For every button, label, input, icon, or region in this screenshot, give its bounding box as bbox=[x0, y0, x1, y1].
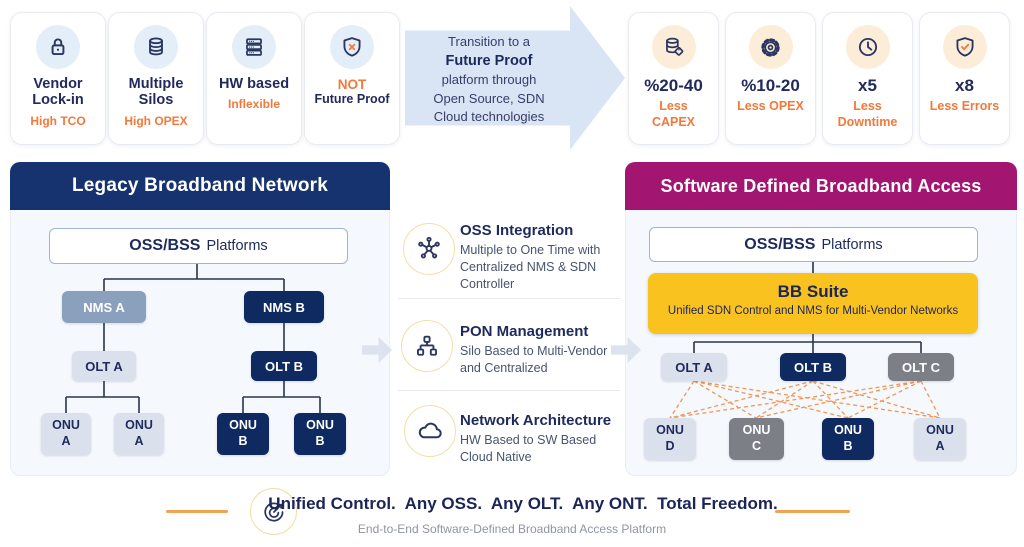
database-silos-icon bbox=[134, 25, 178, 69]
benefit-value: x8 bbox=[955, 76, 974, 95]
shield-x-icon bbox=[330, 25, 374, 69]
gear-icon bbox=[748, 25, 793, 69]
legacy-broadband-panel: Legacy Broadband Network OSS/BSS Platfor… bbox=[10, 162, 390, 476]
node-olt-b: OLT B bbox=[251, 351, 317, 381]
divider bbox=[398, 298, 620, 299]
ossbss-label: OSS/BSS bbox=[744, 235, 816, 253]
benefit-label: Less Errors bbox=[929, 99, 1000, 113]
middle-item-title: Network Architecture bbox=[460, 412, 612, 429]
node-onu-a: ONU A bbox=[914, 418, 966, 460]
hub-network-icon bbox=[403, 223, 455, 275]
benefit-value: x5 bbox=[858, 76, 877, 95]
problem-card-multiple-silos: Multiple Silos High OPEX bbox=[108, 12, 204, 145]
node-label: ONU D bbox=[656, 423, 684, 453]
middle-item-title: PON Management bbox=[460, 323, 589, 340]
database-tag-icon bbox=[651, 25, 696, 69]
node-onu-d: ONU D bbox=[644, 418, 696, 460]
benefit-card-downtime: x5 Less Downtime bbox=[822, 12, 913, 145]
cloud-icon bbox=[404, 405, 456, 457]
footer-headline: Unified Control. Any OSS. Any OLT. Any O… bbox=[268, 494, 778, 513]
benefit-card-errors: x8 Less Errors bbox=[919, 12, 1010, 145]
card-subtitle: High TCO bbox=[30, 113, 86, 128]
platforms-label: Platforms bbox=[206, 238, 268, 254]
card-title-accent: NOT bbox=[337, 77, 367, 92]
card-title: Multiple Silos bbox=[128, 76, 184, 109]
shield-check-icon bbox=[942, 25, 987, 69]
node-onu-a1: ONU A bbox=[41, 413, 91, 455]
transition-arrow-text: Transition to a Future Proof platform th… bbox=[409, 33, 569, 126]
node-nms-b: NMS B bbox=[244, 291, 324, 323]
legacy-panel-body: OSS/BSS Platforms NMS A NMS B OLT A OLT … bbox=[10, 210, 390, 476]
ossbss-label: OSS/BSS bbox=[129, 237, 201, 254]
card-title: HW based bbox=[218, 76, 290, 92]
benefit-label: Less OPEX bbox=[737, 99, 804, 113]
transition-line: Open Source, SDN bbox=[433, 90, 545, 106]
mesh-dashed-links bbox=[669, 380, 941, 419]
node-onu-c: ONU C bbox=[729, 418, 784, 460]
problem-card-vendor-lockin: Vendor Lock-in High TCO bbox=[10, 12, 106, 145]
node-onu-a2: ONU A bbox=[114, 413, 164, 455]
footer-subtitle: End-to-End Software-Defined Broadband Ac… bbox=[357, 522, 667, 536]
benefit-label: Less CAPEX bbox=[651, 99, 696, 129]
bb-suite-title: BB Suite bbox=[777, 282, 849, 301]
server-rack-icon bbox=[232, 25, 276, 69]
card-title: Vendor Lock-in bbox=[32, 76, 84, 109]
sdn-broadband-panel: Software Defined Broadband Access OSS/BS… bbox=[625, 162, 1017, 476]
node-olt-a: OLT A bbox=[661, 353, 727, 381]
node-onu-b2: ONU B bbox=[294, 413, 346, 455]
target-icon bbox=[250, 488, 297, 535]
benefit-label: Less Downtime bbox=[837, 99, 898, 129]
legacy-panel-title: Legacy Broadband Network bbox=[10, 162, 390, 210]
bb-suite-subtitle: Unified SDN Control and NMS for Multi-Ve… bbox=[667, 305, 959, 317]
middle-item-desc: Silo Based to Multi-Vendor and Centraliz… bbox=[460, 344, 608, 375]
benefit-card-capex: %20-40 Less CAPEX bbox=[628, 12, 719, 145]
middle-item-desc: Multiple to One Time with Centralized NM… bbox=[460, 243, 601, 291]
node-olt-b: OLT B bbox=[780, 353, 846, 381]
transition-line: Cloud technologies bbox=[433, 108, 545, 124]
node-label: ONU B bbox=[306, 418, 334, 448]
sdn-panel-title: Software Defined Broadband Access bbox=[625, 162, 1017, 210]
node-nms-a: NMS A bbox=[62, 291, 146, 323]
footer-left-dash bbox=[166, 510, 228, 513]
sdn-panel-body: OSS/BSS Platforms BB Suite Unified SDN C… bbox=[625, 210, 1017, 476]
node-olt-a: OLT A bbox=[72, 351, 136, 381]
platforms-label: Platforms bbox=[821, 236, 883, 253]
node-label: ONU A bbox=[125, 418, 153, 448]
node-label: ONU B bbox=[834, 423, 862, 453]
benefit-card-opex: %10-20 Less OPEX bbox=[725, 12, 816, 145]
footer-right-dash bbox=[775, 510, 850, 513]
node-olt-c: OLT C bbox=[888, 353, 954, 381]
divider bbox=[398, 390, 620, 391]
card-title: Future Proof bbox=[314, 92, 390, 106]
sdn-connectors bbox=[669, 260, 941, 419]
node-label: ONU B bbox=[229, 418, 257, 448]
legacy-ossbss-box: OSS/BSS Platforms bbox=[49, 228, 348, 264]
legacy-tree-connectors bbox=[65, 262, 321, 413]
sdn-ossbss-box: OSS/BSS Platforms bbox=[649, 227, 978, 262]
node-onu-b1: ONU B bbox=[217, 413, 269, 455]
hierarchy-icon bbox=[401, 320, 453, 372]
problem-card-not-future-proof: NOT Future Proof bbox=[304, 12, 400, 145]
node-label: ONU C bbox=[742, 423, 771, 453]
node-onu-b: ONU B bbox=[822, 418, 874, 460]
transition-line: platform through bbox=[441, 72, 537, 88]
lock-icon bbox=[36, 25, 80, 69]
node-label: ONU A bbox=[52, 418, 80, 448]
benefit-value: %20-40 bbox=[644, 76, 703, 95]
problem-card-hw-based: HW based Inflexible bbox=[206, 12, 302, 145]
card-subtitle: Inflexible bbox=[227, 97, 280, 112]
middle-item-desc: HW Based to SW Based Cloud Native bbox=[460, 433, 597, 464]
benefit-value: %10-20 bbox=[741, 76, 800, 95]
middle-item-title: OSS Integration bbox=[460, 222, 574, 239]
node-label: ONU A bbox=[926, 423, 954, 453]
transition-line: Transition to a bbox=[448, 34, 530, 49]
card-subtitle: High OPEX bbox=[124, 113, 188, 128]
transition-line-bold: Future Proof bbox=[445, 53, 533, 70]
clock-icon bbox=[845, 25, 890, 69]
bb-suite-box: BB Suite Unified SDN Control and NMS for… bbox=[648, 273, 978, 334]
